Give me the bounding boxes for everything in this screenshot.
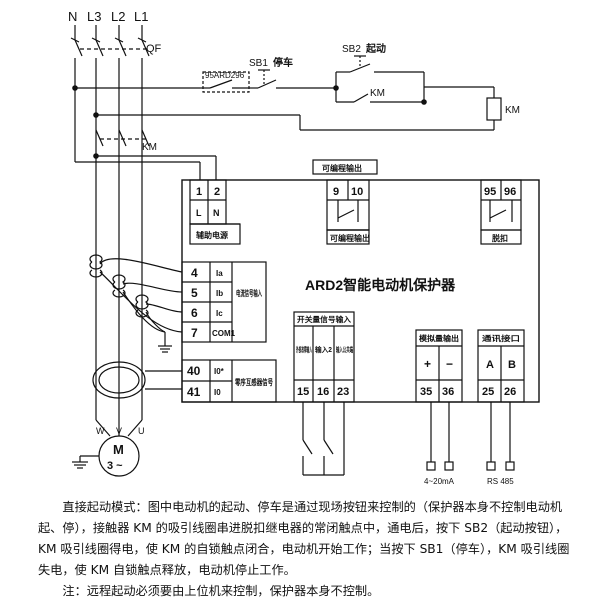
analog-range: 4~20mA — [424, 477, 455, 486]
aux-t2: 2 — [214, 186, 220, 198]
breaker-label: QF — [146, 43, 162, 55]
analog-header: 模拟量输出 — [419, 333, 459, 343]
current-com: COM1 — [212, 329, 236, 338]
comm-t25: 25 — [482, 386, 494, 398]
km-coil-label: KM — [505, 105, 520, 116]
di-com-label: 输入公共端 — [336, 345, 353, 354]
comm-a: A — [486, 359, 494, 371]
di-t23: 23 — [337, 386, 349, 398]
caption-paragraph: 直接起动模式：图中电动机的起动、停车是通过现场按钮来控制的（保护器本身不控制电动… — [38, 500, 570, 577]
contactor-km-main — [95, 129, 150, 147]
caption: 直接起动模式：图中电动机的起动、停车是通过现场按钮来控制的（保护器本身不控制电动… — [38, 497, 578, 602]
phase-lines — [74, 25, 143, 420]
zero-i0b: I0 — [214, 388, 221, 397]
trip-label: 脱扣 — [492, 233, 508, 243]
current-t5: 5 — [191, 286, 198, 300]
relay-label: 95ARD296 — [205, 71, 245, 80]
analog-plus: + — [424, 357, 431, 371]
current-t7: 7 — [191, 326, 198, 340]
di-ext-label: 外部故障输入 — [296, 345, 312, 354]
motor-letter: M — [113, 442, 124, 457]
prog-out-t10: 10 — [351, 186, 363, 198]
motor-phase: 3 ~ — [107, 460, 123, 472]
di-t15: 15 — [297, 386, 309, 398]
phase-l1-label: L1 — [134, 9, 148, 24]
zero-i0a: I0* — [214, 367, 225, 376]
phase-l2-label: L2 — [111, 9, 125, 24]
motor-v: V — [116, 426, 122, 436]
phase-l3-label: L3 — [87, 9, 101, 24]
sb1-label: 停车 — [273, 56, 293, 69]
di-header: 开关量信号输入 — [297, 314, 352, 324]
phase-n-label: N — [68, 9, 77, 24]
current-ic: Ic — [216, 309, 223, 318]
sb2-label: 起动 — [365, 42, 386, 55]
sb2-id: SB2 — [342, 44, 361, 55]
analog-t35: 35 — [420, 386, 432, 398]
km-main-label: KM — [142, 142, 157, 153]
analog-minus: − — [446, 357, 453, 371]
comm-header: 通讯接口 — [482, 333, 520, 343]
zero-t40: 40 — [187, 364, 201, 378]
aux-n: N — [213, 208, 220, 218]
comm-t26: 26 — [504, 386, 516, 398]
comm-b: B — [508, 359, 516, 371]
current-ia: Ia — [216, 269, 223, 278]
motor-u: U — [138, 426, 145, 436]
aux-power-label: 辅助电源 — [196, 230, 228, 240]
current-ib: Ib — [216, 289, 223, 298]
km-holding-label: KM — [370, 88, 385, 99]
zero-t41: 41 — [187, 385, 201, 399]
sb1-id: SB1 — [249, 58, 268, 69]
prog-out-top-label: 可编程输出 — [322, 163, 362, 173]
comm-proto: RS 485 — [487, 477, 514, 486]
di-in2-label: 输入2 — [315, 345, 332, 354]
control-circuit — [72, 55, 502, 131]
trip-t95: 95 — [484, 186, 496, 198]
analog-t36: 36 — [442, 386, 454, 398]
caption-note: 注：远程起动必须要由上位机来控制，保护器本身不控制。 — [62, 584, 380, 598]
motor-w: W — [96, 426, 105, 436]
device-title: ARD2智能电动机保护器 — [305, 277, 456, 293]
aux-t1: 1 — [196, 186, 202, 198]
prog-out-t9: 9 — [333, 186, 339, 198]
current-t4: 4 — [191, 266, 198, 280]
breaker-qf — [70, 37, 150, 57]
current-transformers — [89, 254, 183, 353]
prog-out-label: 可编程输出 — [330, 233, 370, 243]
trip-t96: 96 — [504, 186, 516, 198]
zero-seq-label: 零序互感器信号 — [234, 377, 273, 387]
aux-l: L — [196, 208, 202, 218]
current-t6: 6 — [191, 306, 198, 320]
current-label: 电流信号输入 — [236, 288, 262, 298]
di-t16: 16 — [317, 386, 329, 398]
